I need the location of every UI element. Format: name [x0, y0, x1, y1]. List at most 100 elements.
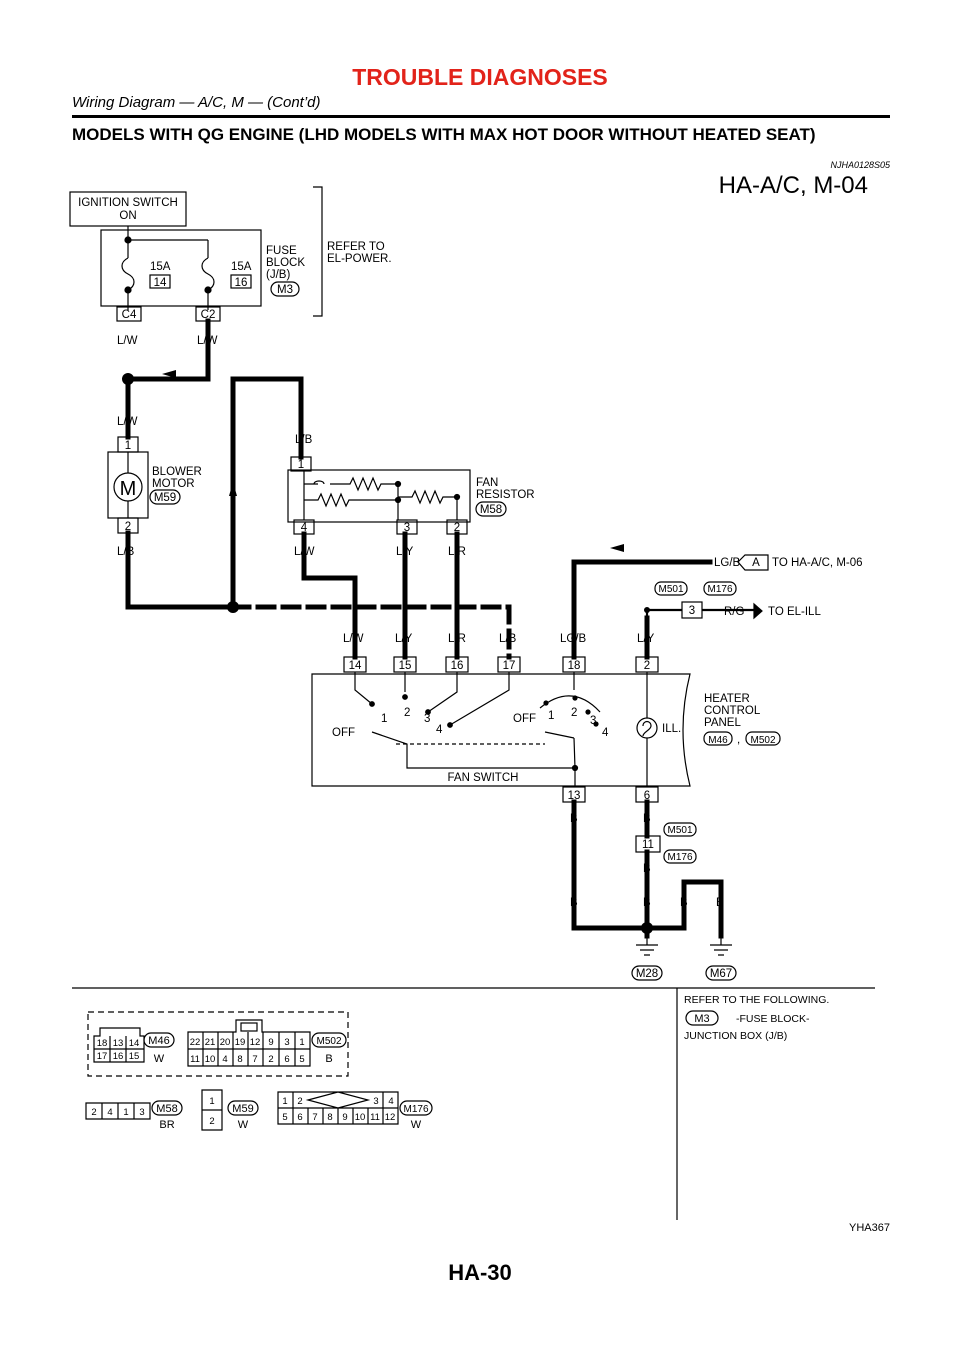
switch-left-pos-2: 2	[404, 707, 410, 719]
wire-label-b-6: B	[643, 813, 651, 825]
m176-connector-label-top: M176	[707, 584, 732, 595]
fuse-block-label-3: (J/B)	[266, 269, 290, 281]
m46-view-color: W	[154, 1053, 165, 1065]
m176-view-outline	[277, 1091, 399, 1125]
m176-view-id: M176	[403, 1104, 428, 1115]
m502-cell-r2-2: 10	[205, 1054, 216, 1065]
ref-m3-connector-tag	[685, 1010, 719, 1026]
m176-cell-r1-3: 3	[373, 1096, 378, 1107]
m176-cell-r2-1: 5	[282, 1112, 287, 1123]
m502-cell-r1-3: 20	[220, 1037, 231, 1048]
reference-heading: REFER TO THE FOLLOWING.	[684, 994, 830, 1006]
wire-label-lw-blower: L/W	[117, 416, 138, 428]
resistor-pin-1: 1	[298, 459, 304, 471]
fuse-14-rating: 15A	[150, 261, 171, 273]
fuse-dot-14	[124, 286, 132, 294]
m176-cell-r2-7: 11	[370, 1112, 380, 1123]
reference-fuse-block: -FUSE BLOCK-	[736, 1013, 810, 1025]
m58-view-id: M58	[156, 1103, 177, 1115]
circuit-a-box	[737, 554, 769, 571]
fuse-14-icon	[121, 257, 135, 291]
m176-cell-r1-4: 4	[388, 1096, 393, 1107]
m502-view-tag	[311, 1032, 347, 1048]
blower-motor-label-1: BLOWER	[152, 466, 202, 478]
switch-left-pos-4: 4	[436, 724, 443, 736]
m59-view-color: W	[238, 1119, 249, 1131]
m28-connector-tag	[631, 965, 663, 981]
switch-left-off: OFF	[332, 727, 355, 739]
switch-right-pos-3: 3	[590, 715, 596, 727]
wire-lgb-panel-to-a	[571, 559, 713, 660]
m501-connector-tag-bottom	[663, 822, 697, 837]
switch-right-wiper-dot	[571, 764, 579, 772]
m502-cell-r1-1: 22	[190, 1037, 201, 1048]
switch-right-pos-4: 4	[602, 727, 609, 739]
fuse-block-box	[100, 229, 262, 307]
m176-cell-r2-8: 12	[385, 1112, 396, 1123]
m59-cell-1: 1	[209, 1096, 214, 1107]
wire-b-panel-13-to-ground	[571, 799, 650, 931]
m176-cell-r2-2: 6	[297, 1112, 302, 1123]
wire-label-lb-panel: L/B	[499, 633, 517, 645]
m58-view-outline	[85, 1102, 151, 1120]
fuse-bus	[127, 226, 209, 310]
m46-m502-dashed-frame	[87, 1011, 349, 1077]
switch-right-pos-1: 1	[548, 710, 554, 722]
fan-switch-left-leads	[354, 672, 510, 726]
panel-pin-13: 13	[568, 790, 581, 802]
wire-label-ly-resistor: L/Y	[396, 546, 414, 558]
refer-power-label-1: REFER TO	[327, 241, 385, 253]
m46-cell-r1-1: 18	[97, 1038, 108, 1049]
fan-switch-right-wiper	[544, 731, 575, 739]
wire-lw-fuse-to-splice	[125, 318, 211, 382]
ill-arrow-icon	[753, 602, 763, 620]
m502-connector-tag	[745, 731, 781, 746]
fan-switch-arc	[539, 695, 601, 713]
blower-pin-1: 1	[125, 440, 131, 452]
wire-label-lb-resistor: L/B	[295, 434, 313, 446]
m46-view-grid	[94, 1036, 144, 1062]
fuse-16-icon	[201, 257, 215, 291]
m502-cell-r1-5: 12	[250, 1037, 261, 1048]
m176-connector-tag-top	[703, 581, 737, 596]
m46-cell-r2-3: 15	[129, 1051, 140, 1062]
heater-panel-outline	[311, 673, 691, 787]
m502-cell-r2-7: 6	[284, 1054, 289, 1065]
m46-cell-r2-2: 16	[113, 1051, 124, 1062]
m501-connector-tag-top	[654, 581, 688, 596]
switch-contact-2	[402, 694, 408, 700]
m502-view-outline	[187, 1019, 311, 1067]
fan-switch-label: FAN SWITCH	[448, 772, 519, 784]
resistor-dot-c	[453, 493, 461, 501]
destination-a-text: TO HA-A/C, M-06	[772, 557, 863, 569]
wire-label-b-ground-jump: B	[680, 897, 688, 909]
m58-cell-2: 4	[107, 1107, 112, 1118]
switch-contact-4	[447, 722, 453, 728]
m59-view-tag	[227, 1100, 259, 1116]
wire-label-b-ground-mid: B	[643, 897, 651, 909]
switch-right-pos-2: 2	[571, 707, 577, 719]
panel-pin-16: 16	[451, 660, 464, 672]
flow-arrow-lw	[162, 370, 176, 378]
panel-pin-15: 15	[399, 660, 412, 672]
header-rule	[72, 115, 890, 118]
fuse-14-number: 14	[154, 277, 167, 289]
wire-lb-to-panel-17	[230, 604, 512, 660]
resistor-dot-b	[394, 496, 402, 504]
m501-connector-label-bottom: M501	[667, 825, 692, 836]
ignition-switch-label: IGNITION SWITCH	[78, 197, 178, 209]
switch-contact-1	[369, 701, 375, 707]
wire-label-lw-resistor: L/W	[294, 546, 315, 558]
panel-pin-14: 14	[349, 660, 362, 672]
destination-ill-text: TO EL-ILL	[768, 606, 821, 618]
m502-cell-r2-4: 8	[237, 1054, 242, 1065]
wire-label-lgb-a: LG/B	[714, 557, 741, 569]
heater-panel-label-3: PANEL	[704, 717, 741, 729]
m176-view-color: W	[411, 1119, 422, 1131]
m176-connector-tag-bottom	[663, 849, 697, 864]
wire-label-lr-panel: L/R	[448, 633, 466, 645]
panel-pin-6: 6	[644, 790, 650, 802]
m3-connector-label: M3	[277, 284, 293, 296]
wire-lb-blower-to-splice	[125, 530, 236, 610]
